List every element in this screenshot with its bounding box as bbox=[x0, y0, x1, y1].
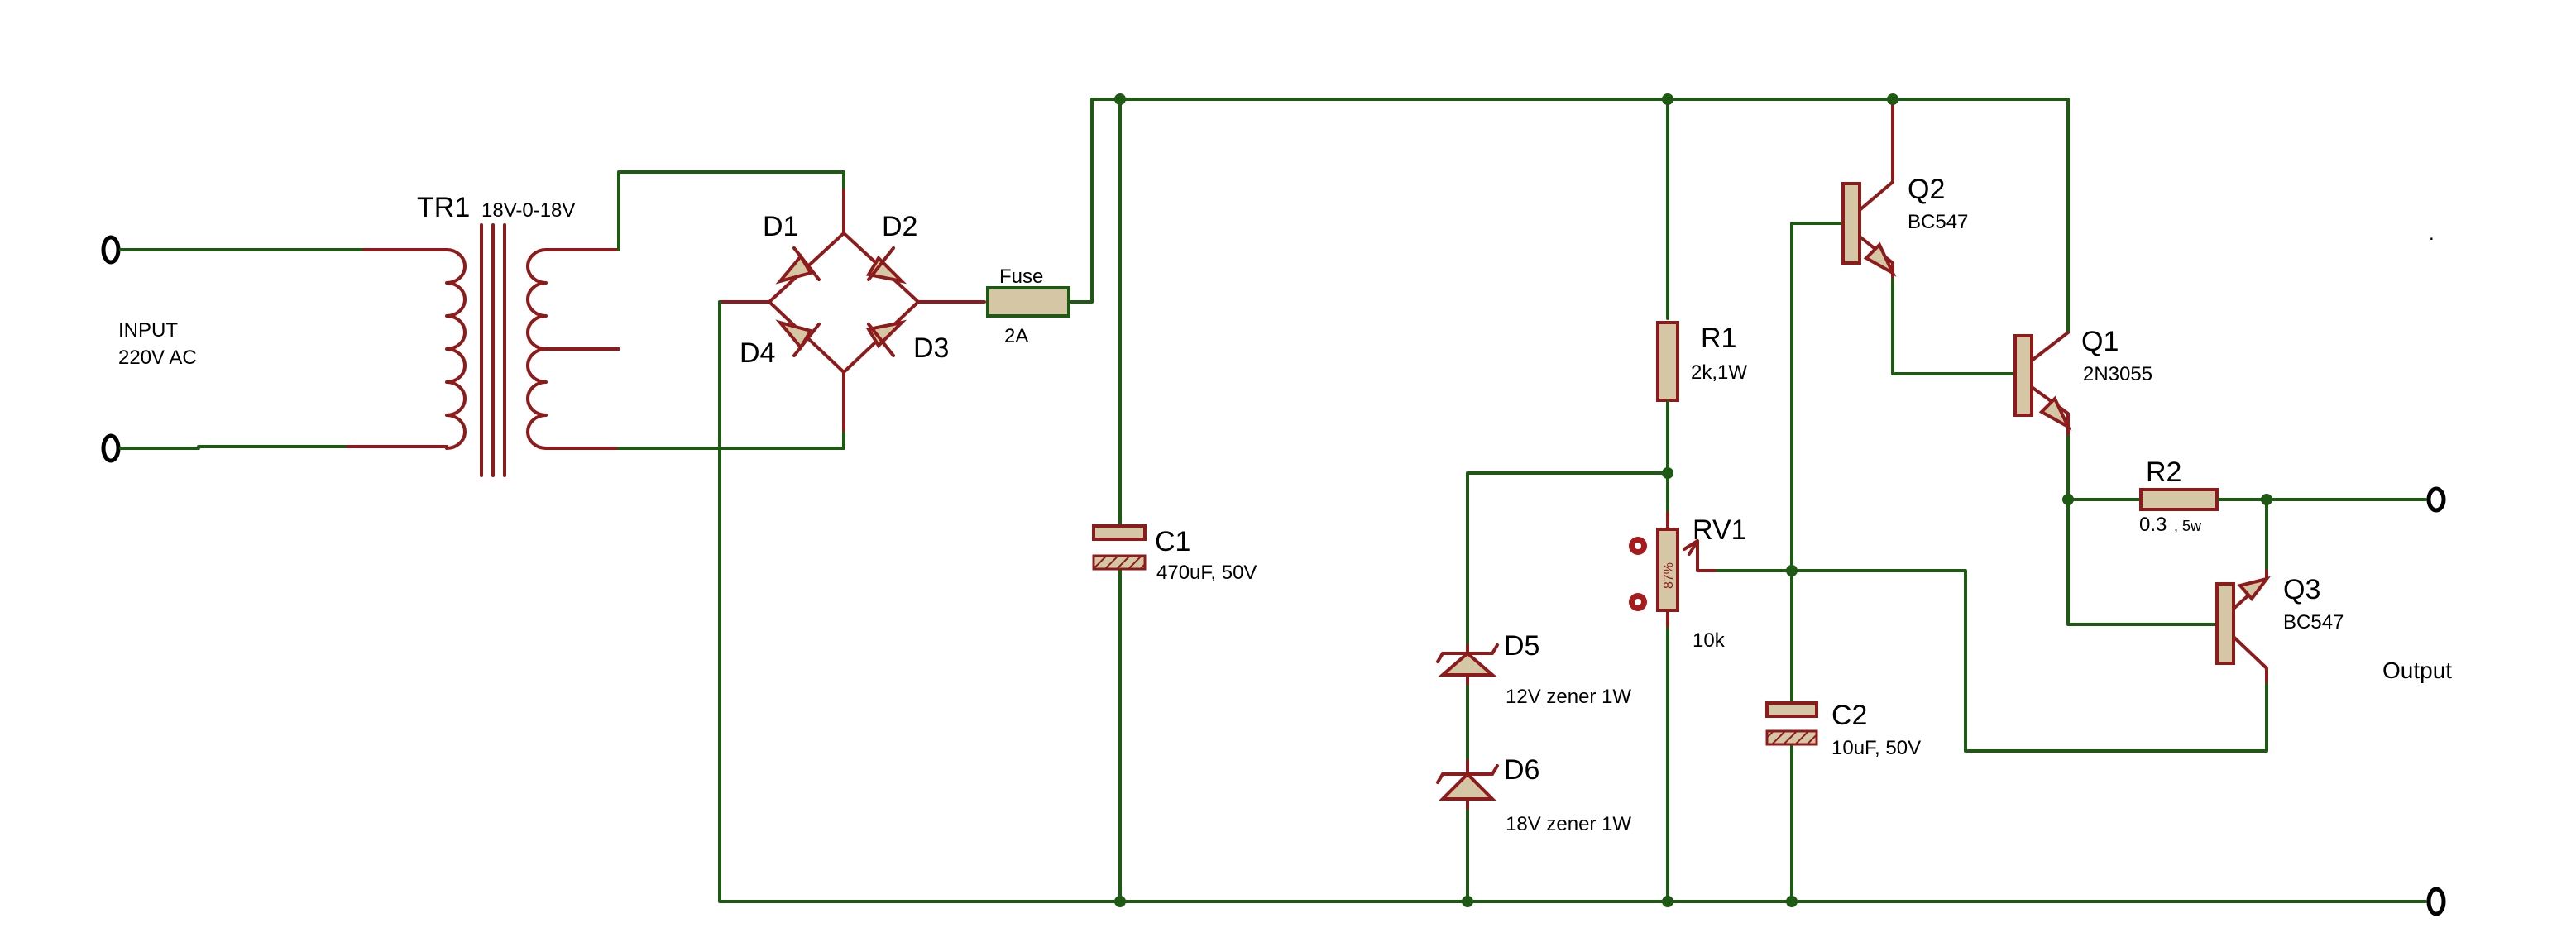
r2-ref: R2 bbox=[2146, 457, 2181, 488]
d6-value: 18V zener 1W bbox=[1506, 813, 1631, 835]
capacitor-c1: C1 470uF, 50V bbox=[1092, 98, 1257, 903]
rv1-value: 10k bbox=[1693, 629, 1726, 652]
junction-dots bbox=[1114, 93, 2272, 907]
d5-ref: D5 bbox=[1504, 630, 1539, 662]
rv1-ref: RV1 bbox=[1693, 514, 1747, 546]
d1-label: D1 bbox=[763, 211, 798, 242]
r1-ref: R1 bbox=[1701, 323, 1736, 354]
q1-ref: Q1 bbox=[2081, 326, 2119, 357]
fuse-ref: Fuse bbox=[999, 265, 1043, 288]
c1-value: 470uF, 50V bbox=[1156, 562, 1257, 584]
fuse: Fuse 2A bbox=[986, 98, 2070, 347]
input-label-line1: INPUT bbox=[118, 319, 178, 342]
transistor-q2: Q2 BC547 bbox=[1841, 98, 1968, 281]
output-label: Output bbox=[2382, 657, 2452, 683]
primary-winding bbox=[445, 248, 467, 450]
input-terminal-bottom bbox=[101, 433, 121, 463]
zener-stack: D5 12V zener 1W D6 18V zener 1W bbox=[1436, 471, 1669, 903]
d3-label: D3 bbox=[913, 332, 949, 364]
q2-ref: Q2 bbox=[1908, 174, 1945, 205]
resistor-r1: R1 2k,1W bbox=[1656, 98, 1747, 475]
q3-ref: Q3 bbox=[2283, 574, 2320, 605]
r2-value: 0.3 bbox=[2139, 514, 2167, 536]
ground-rail bbox=[718, 300, 2427, 903]
secondary-winding bbox=[526, 248, 548, 450]
q1-value: 2N3055 bbox=[2083, 363, 2152, 385]
capacitor-c2: C2 10uF, 50V bbox=[1716, 222, 2268, 903]
stray-mark: . bbox=[2429, 222, 2435, 245]
diode-d2 bbox=[865, 246, 907, 285]
input-label-line2: 220V AC bbox=[118, 347, 197, 369]
potentiometer-rv1: 87% RV1 10k bbox=[1629, 471, 1747, 903]
diode-d1 bbox=[775, 246, 821, 285]
output-terminal bbox=[2426, 486, 2446, 513]
q3-base-bar bbox=[2215, 582, 2235, 665]
resistor-r2: R2 0.3 , 5w bbox=[2066, 457, 2427, 536]
q1-base-bar bbox=[2013, 334, 2033, 417]
input-section: INPUT 220V AC bbox=[101, 235, 448, 463]
d2-label: D2 bbox=[882, 211, 917, 242]
transistor-q1: Q1 2N3055 bbox=[2013, 326, 2152, 438]
input-terminal-top bbox=[101, 235, 121, 265]
c2-ref: C2 bbox=[1831, 700, 1867, 731]
diode-d3 bbox=[865, 319, 907, 357]
ground-terminal bbox=[2426, 887, 2446, 916]
d5-value: 12V zener 1W bbox=[1506, 686, 1631, 708]
c1-ref: C1 bbox=[1155, 526, 1190, 557]
input-wire-bottom bbox=[119, 445, 349, 450]
fuse-body bbox=[986, 286, 1070, 318]
tr1-value: 18V-0-18V bbox=[481, 199, 575, 222]
rv1-wiper-position: 87% bbox=[1662, 562, 1676, 589]
bridge-rectifier: D1 D2 D4 D3 bbox=[617, 170, 986, 450]
r1-value: 2k,1W bbox=[1691, 361, 1747, 384]
q3-value: BC547 bbox=[2283, 611, 2344, 634]
r2-value-unit: , 5w bbox=[2174, 518, 2202, 534]
transformer-tr1: TR1 18V-0-18V bbox=[417, 192, 620, 477]
transistor-q3: Q3 BC547 bbox=[2215, 498, 2344, 683]
c2-value: 10uF, 50V bbox=[1831, 737, 1921, 759]
d6-ref: D6 bbox=[1504, 754, 1539, 786]
tr1-ref: TR1 bbox=[417, 192, 470, 223]
q2-value: BC547 bbox=[1908, 211, 1968, 233]
fuse-value: 2A bbox=[1004, 325, 1028, 347]
diode-d4 bbox=[775, 319, 821, 357]
q2-base-bar bbox=[1841, 182, 1861, 265]
d4-label: D4 bbox=[740, 337, 775, 369]
